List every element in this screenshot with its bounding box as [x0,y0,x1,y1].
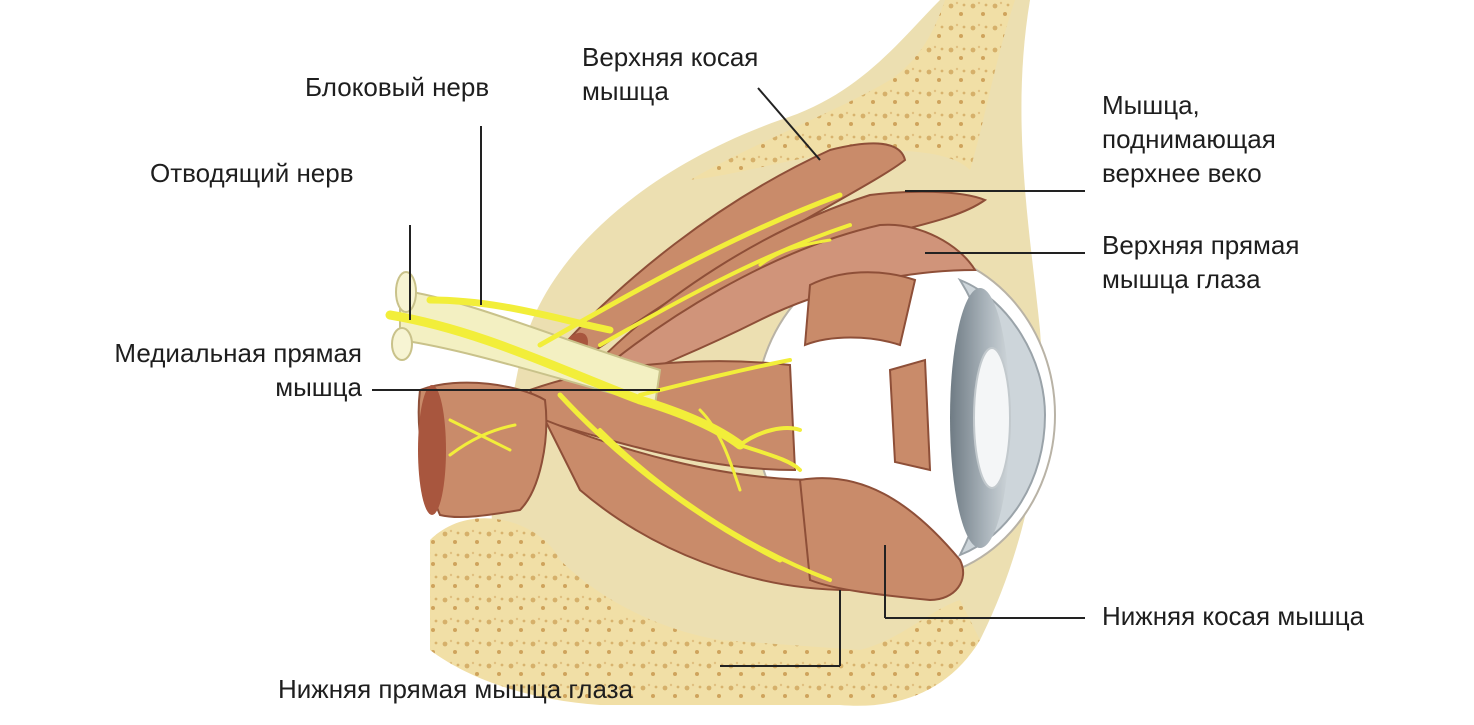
label-superior-oblique: Верхняя косая мышца [582,40,758,108]
label-levator: Мышца, поднимающая верхнее веко [1102,88,1276,190]
label-trochlear-nerve: Блоковый нерв [305,70,489,104]
muscle-cut-surface [418,385,446,515]
optic-nerve-cut-lower [392,328,412,360]
medial-rectus-insertion [890,360,930,470]
label-superior-rectus: Верхняя прямая мышца глаза [1102,228,1299,296]
superior-rectus-insertion [805,272,915,345]
label-abducens-nerve: Отводящий нерв [150,156,354,190]
label-inferior-rectus: Нижняя прямая мышца глаза [278,672,633,706]
pupil [974,348,1010,488]
optic-nerve-cut [396,272,416,312]
label-medial-rectus: Медиальная прямая мышца [10,336,362,404]
label-inferior-oblique: Нижняя косая мышца [1102,599,1364,633]
